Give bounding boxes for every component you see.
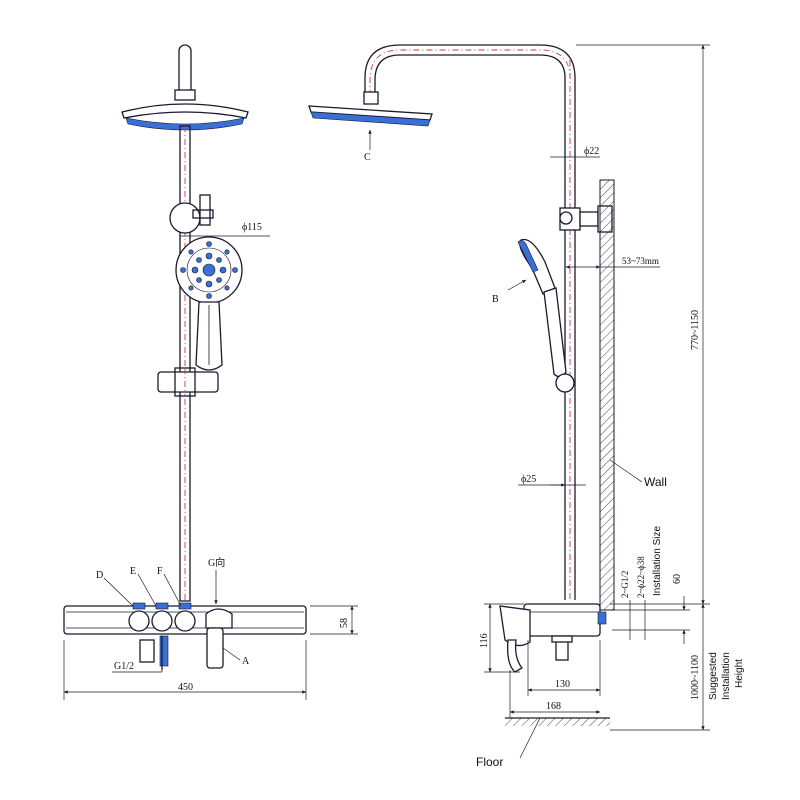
- dim-phi22-38: 2~ϕ22~ϕ38: [636, 556, 646, 598]
- front-callouts: D E F A G向: [96, 556, 250, 667]
- side-shelf-mixer: [499, 603, 607, 673]
- knob-f: [174, 610, 196, 632]
- dim-suggested: Suggested: [708, 652, 719, 700]
- side-shower-arm: [364, 44, 576, 600]
- dim-450: 450: [178, 682, 193, 693]
- front-shelf-mixer: [63, 602, 307, 670]
- label-c: C: [364, 152, 371, 163]
- label-f: F: [157, 566, 163, 577]
- label-b: B: [492, 294, 499, 305]
- dim-phi115: ϕ115: [242, 222, 262, 233]
- front-hand-shower-nozzles: [180, 241, 238, 299]
- side-dim-53-73: 53~73mm: [565, 256, 660, 269]
- dim-height: Height: [734, 659, 745, 688]
- front-hand-shower: [175, 236, 243, 371]
- dim-installation-size: Installation Size: [652, 526, 663, 596]
- dim-phi25: ϕ25: [521, 474, 536, 485]
- front-rain-shower-head: [121, 103, 249, 131]
- label-wall: Wall: [644, 475, 667, 489]
- side-dim-phi25: ϕ25: [518, 474, 586, 487]
- knob-e: [151, 610, 173, 632]
- front-dimensions: ϕ115 450 58 G1/2: [63, 222, 358, 700]
- dim-770-1150: 770~1150: [690, 310, 701, 350]
- dim-g12-left: G1/2: [114, 661, 134, 672]
- front-riser-pipe: [179, 125, 191, 602]
- dim-phi22: ϕ22: [584, 146, 599, 157]
- dim-130: 130: [555, 679, 570, 690]
- label-g-direction: G向: [208, 556, 225, 569]
- side-dim-phi22: ϕ22: [550, 146, 600, 158]
- side-floor: Floor: [476, 717, 610, 769]
- dim-168: 168: [546, 701, 561, 712]
- label-a: A: [242, 656, 250, 667]
- dim-installation: Installation: [721, 652, 732, 700]
- front-bracket: [169, 194, 214, 234]
- side-view: C ϕ22 Wall 53~73mm: [308, 44, 667, 769]
- knob-d: [128, 610, 150, 632]
- front-riser-top: [174, 44, 196, 101]
- side-dimensions: 770~1150 1000~1100 Suggested Installatio…: [479, 44, 745, 731]
- dim-53-73: 53~73mm: [622, 256, 659, 266]
- side-rain-shower-head: C: [308, 91, 433, 163]
- front-view: [63, 44, 307, 670]
- front-slider: [157, 367, 219, 397]
- label-floor: Floor: [476, 755, 503, 769]
- dim-116: 116: [479, 633, 490, 648]
- side-wall: Wall: [599, 179, 667, 611]
- dim-60: 60: [672, 574, 683, 584]
- side-hand-shower: B: [492, 238, 575, 393]
- label-d: D: [96, 570, 103, 581]
- dim-1000-1100: 1000~1100: [690, 655, 701, 700]
- label-e: E: [130, 566, 136, 577]
- dim-58: 58: [339, 618, 350, 628]
- dim-g12-right: 2~G1/2: [620, 571, 630, 598]
